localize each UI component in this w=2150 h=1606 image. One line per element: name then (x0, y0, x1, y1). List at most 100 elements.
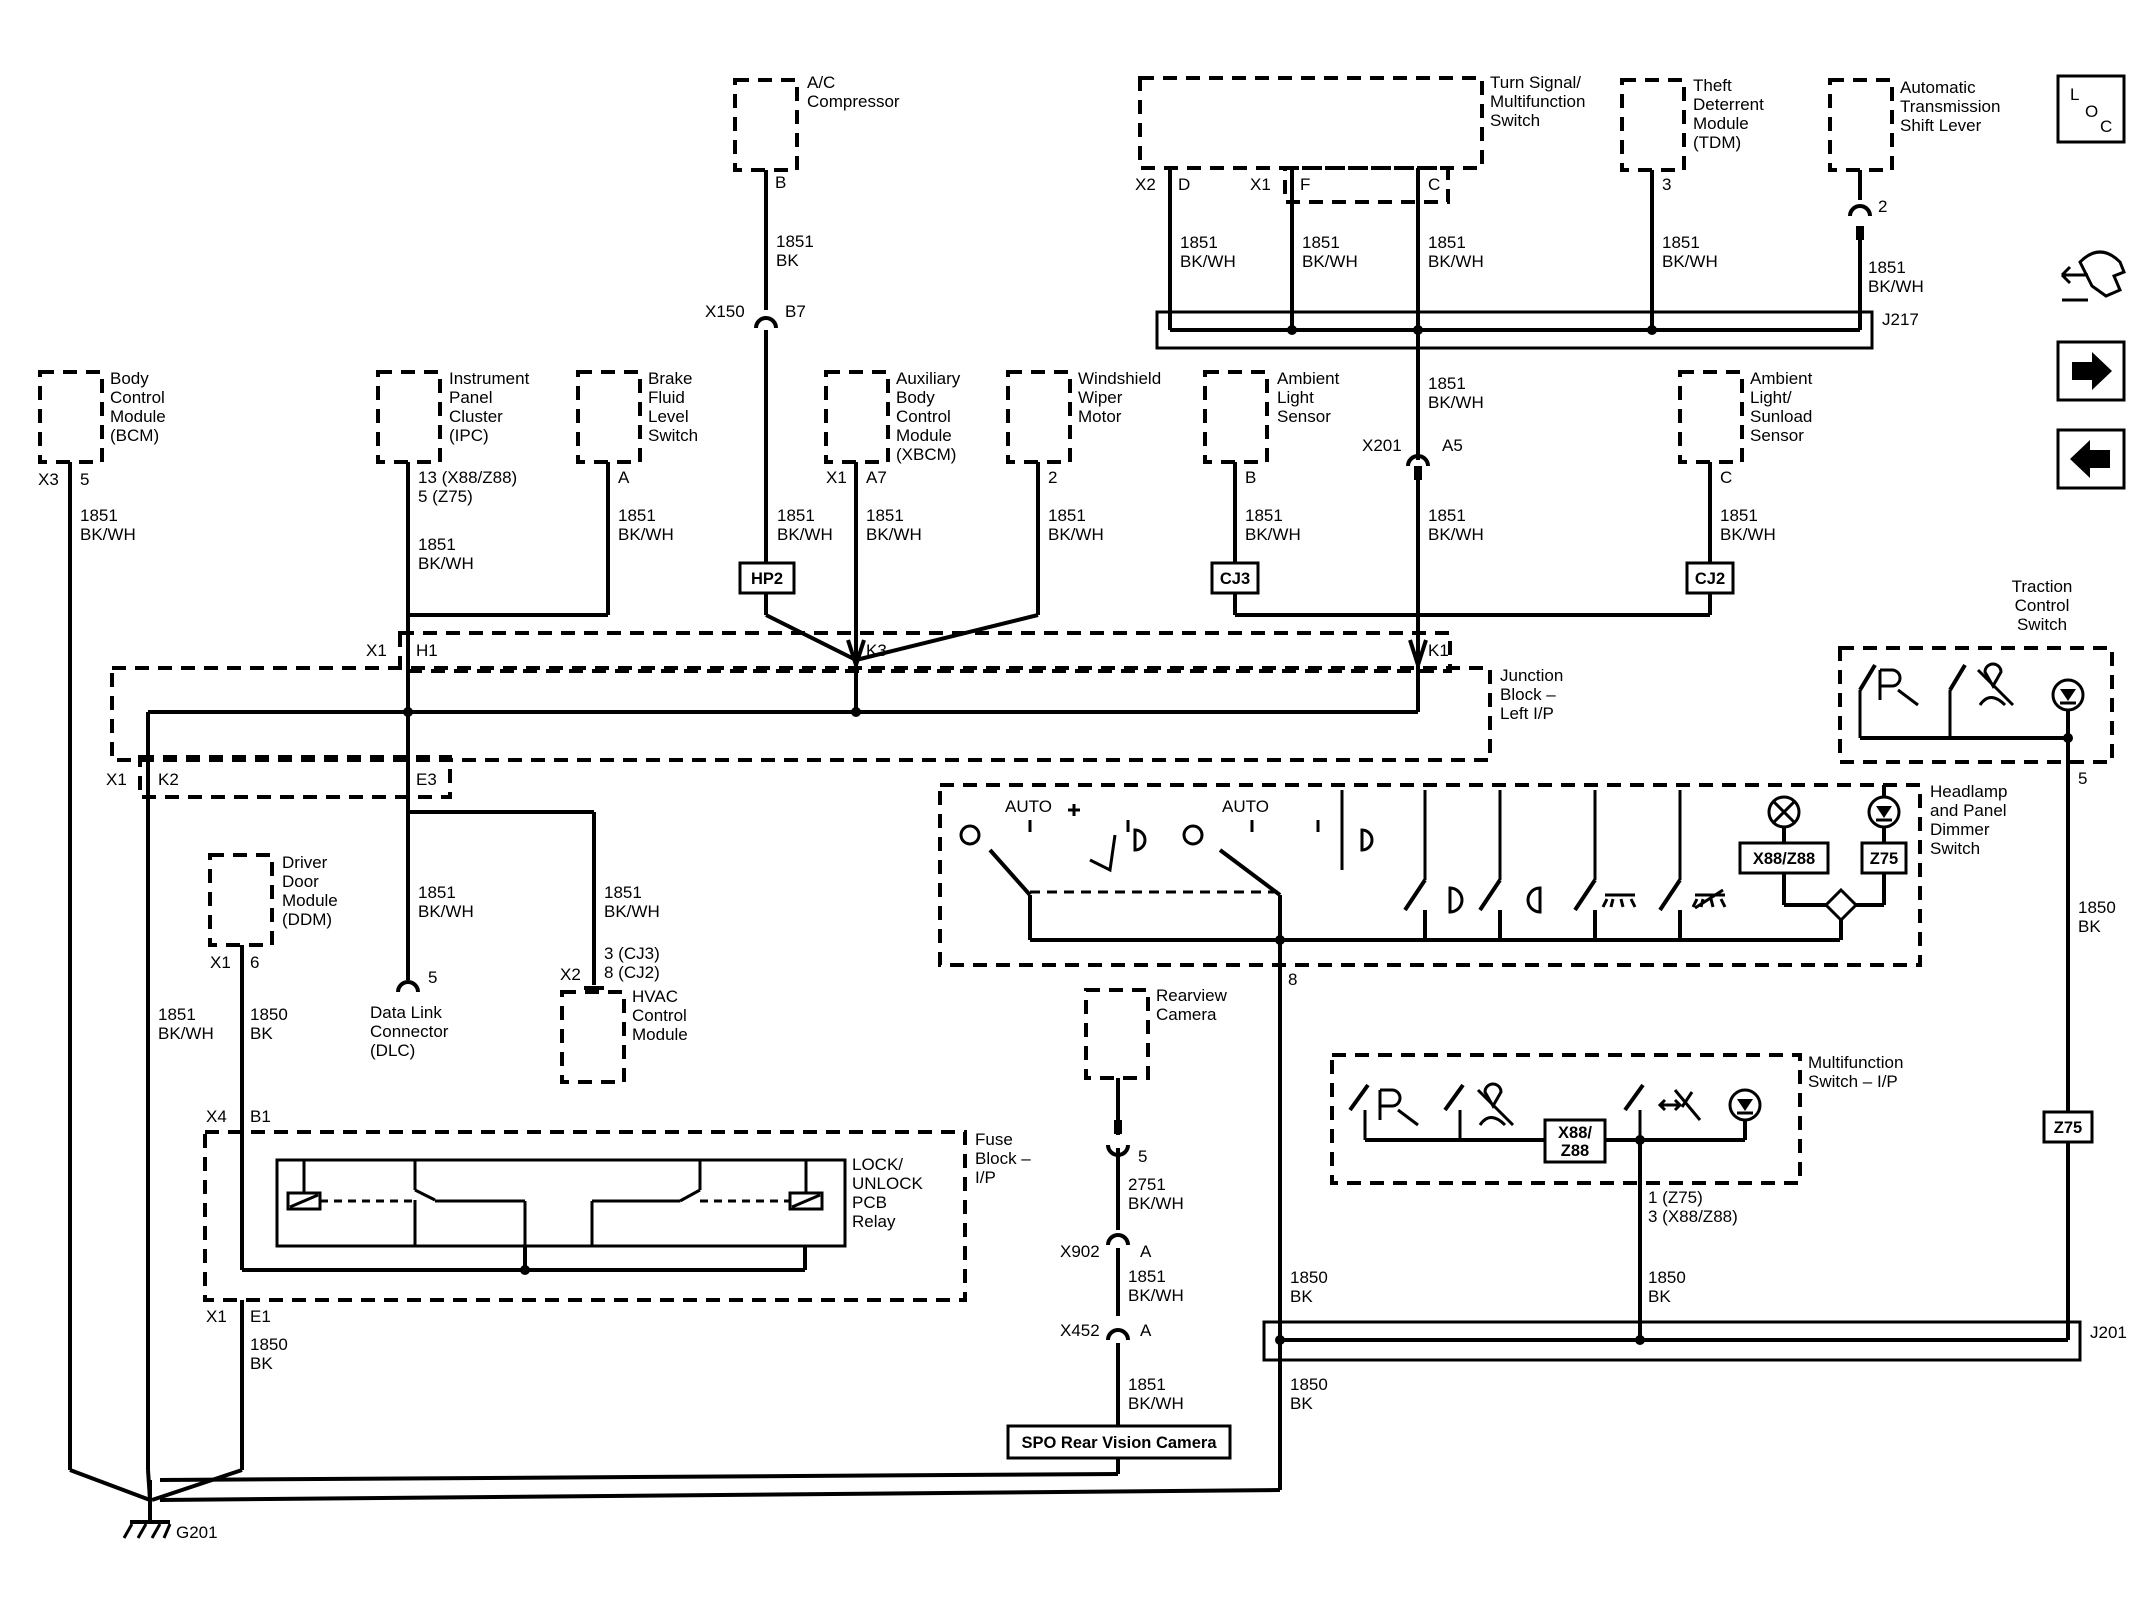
connector-icon[interactable] (2060, 250, 2126, 302)
svg-text:K2: K2 (158, 770, 179, 789)
svg-text:(DDM): (DDM) (282, 910, 332, 929)
inline-connector-hp2: HP2 (738, 561, 796, 595)
previous-arrow-icon[interactable] (2056, 428, 2126, 490)
park-brake-mfs-icon (1378, 1088, 1419, 1127)
svg-text:2: 2 (1048, 468, 1057, 487)
svg-text:5 (Z75): 5 (Z75) (418, 487, 473, 506)
svg-text:Module: Module (282, 891, 338, 910)
svg-text:Instrument: Instrument (449, 369, 530, 388)
svg-text:1850: 1850 (2078, 898, 2116, 917)
svg-text:HP2: HP2 (751, 570, 783, 588)
traction-off-icon (1976, 662, 2015, 707)
svg-text:C: C (1428, 175, 1440, 194)
svg-text:1850: 1850 (250, 1335, 288, 1354)
svg-text:BK/WH: BK/WH (1128, 1286, 1184, 1305)
svg-text:BK/WH: BK/WH (1128, 1194, 1184, 1213)
svg-text:Control: Control (2015, 596, 2070, 615)
svg-text:Module: Module (110, 407, 166, 426)
svg-text:Fluid: Fluid (648, 388, 685, 407)
body-control-module: Body Control Module (BCM) X3 5 1851 BK/W… (38, 369, 166, 1470)
junction-block-left-ip: X1 H1 K3 K1 X1 K2 E3 Junction Block – Le… (106, 631, 1563, 1470)
svg-text:BK/WH: BK/WH (1048, 525, 1104, 544)
svg-text:Motor: Motor (1078, 407, 1122, 426)
svg-text:Camera: Camera (1156, 1005, 1217, 1024)
svg-text:X1: X1 (210, 953, 231, 972)
svg-text:SPO Rear Vision Camera: SPO Rear Vision Camera (1021, 1434, 1217, 1452)
svg-text:X902: X902 (1060, 1242, 1100, 1261)
traction-control-switch: Traction Control Switch 5 1850 BK Z75 (1838, 577, 2116, 1340)
svg-text:Deterrent: Deterrent (1693, 95, 1764, 114)
svg-text:BK/WH: BK/WH (1868, 277, 1924, 296)
svg-text:Dimmer: Dimmer (1930, 820, 1990, 839)
svg-text:1851: 1851 (776, 232, 814, 251)
svg-text:Cluster: Cluster (449, 407, 503, 426)
svg-text:C: C (1720, 468, 1732, 487)
svg-text:Rearview: Rearview (1156, 986, 1228, 1005)
svg-text:1851: 1851 (777, 506, 815, 525)
svg-text:Block –: Block – (975, 1149, 1031, 1168)
brake-fluid-level-switch: Brake Fluid Level Switch A 1851 BK/WH (408, 369, 698, 617)
svg-text:Multifunction: Multifunction (1808, 1053, 1903, 1072)
rearview-camera: Rearview Camera 5 2751 BK/WH X902 A 1851… (1006, 986, 1232, 1474)
svg-text:A: A (1140, 1321, 1152, 1340)
svg-text:BK/WH: BK/WH (604, 902, 660, 921)
svg-text:F: F (1300, 175, 1310, 194)
svg-text:BK/WH: BK/WH (1245, 525, 1301, 544)
svg-text:1850: 1850 (1290, 1268, 1328, 1287)
svg-text:2751: 2751 (1128, 1175, 1166, 1194)
svg-text:Z75: Z75 (1870, 850, 1898, 868)
svg-text:1851: 1851 (1128, 1375, 1166, 1394)
component-locator-button[interactable]: L O C (2056, 74, 2126, 144)
svg-text:HVAC: HVAC (632, 987, 678, 1006)
svg-text:Sunload: Sunload (1750, 407, 1812, 426)
svg-text:Light: Light (1277, 388, 1314, 407)
svg-text:Panel: Panel (449, 388, 492, 407)
svg-text:X201: X201 (1362, 436, 1402, 455)
svg-text:1851: 1851 (1662, 233, 1700, 252)
svg-text:1 (Z75): 1 (Z75) (1648, 1188, 1703, 1207)
svg-text:K3: K3 (866, 641, 887, 660)
svg-text:Control: Control (632, 1006, 687, 1025)
rear-fog-icon (1526, 886, 1542, 914)
svg-text:1851: 1851 (1180, 233, 1218, 252)
svg-text:J217: J217 (1882, 310, 1919, 329)
svg-text:Ambient: Ambient (1750, 369, 1813, 388)
svg-text:BK: BK (250, 1024, 273, 1043)
svg-text:X3: X3 (38, 470, 59, 489)
svg-text:1851: 1851 (418, 535, 456, 554)
data-link-connector: 1851 BK/WH 5 Data Link Connector (DLC) (370, 883, 474, 1060)
next-arrow-icon[interactable] (2056, 340, 2126, 402)
svg-text:Multifunction: Multifunction (1490, 92, 1585, 111)
hvac-control-module: 1851 BK/WH 3 (CJ3) 8 (CJ2) X2 HVAC Contr… (560, 883, 688, 1084)
svg-text:A: A (618, 468, 630, 487)
svg-text:BK: BK (250, 1354, 273, 1373)
svg-text:Switch: Switch (1490, 111, 1540, 130)
svg-text:1851: 1851 (1428, 506, 1466, 525)
ground-g201: G201 (69, 1468, 1281, 1542)
svg-text:1851: 1851 (604, 883, 642, 902)
svg-text:B1: B1 (250, 1107, 271, 1126)
svg-text:Auxiliary: Auxiliary (896, 369, 961, 388)
svg-text:Sensor: Sensor (1750, 426, 1804, 445)
svg-text:X88/: X88/ (1558, 1124, 1592, 1142)
svg-text:(DLC): (DLC) (370, 1041, 415, 1060)
svg-text:Sensor: Sensor (1277, 407, 1331, 426)
svg-text:BK: BK (776, 251, 799, 270)
auxiliary-body-control-module: Auxiliary Body Control Module (XBCM) X1 … (824, 369, 961, 712)
svg-text:BK/WH: BK/WH (618, 525, 674, 544)
traction-off-mfs-icon (1476, 1082, 1515, 1127)
svg-text:Windshield: Windshield (1078, 369, 1161, 388)
svg-text:Relay: Relay (852, 1212, 896, 1231)
svg-text:E3: E3 (416, 770, 437, 789)
svg-text:5: 5 (2078, 769, 2087, 788)
svg-text:C: C (2100, 117, 2112, 136)
splice-j217: J217 1851 BK/WH X201 A5 1851 BK/WH (1155, 310, 1919, 712)
dome-lamp-icon (1601, 893, 1637, 908)
svg-text:Switch: Switch (2017, 615, 2067, 634)
svg-text:Z75: Z75 (2054, 1119, 2082, 1137)
theft-deterrent-module: Theft Deterrent Module (TDM) 3 1851 BK/W… (1620, 76, 1764, 330)
svg-text:1851: 1851 (80, 506, 118, 525)
svg-text:BK/WH: BK/WH (418, 554, 474, 573)
inline-connector-cj3: CJ3 (1210, 561, 1260, 595)
